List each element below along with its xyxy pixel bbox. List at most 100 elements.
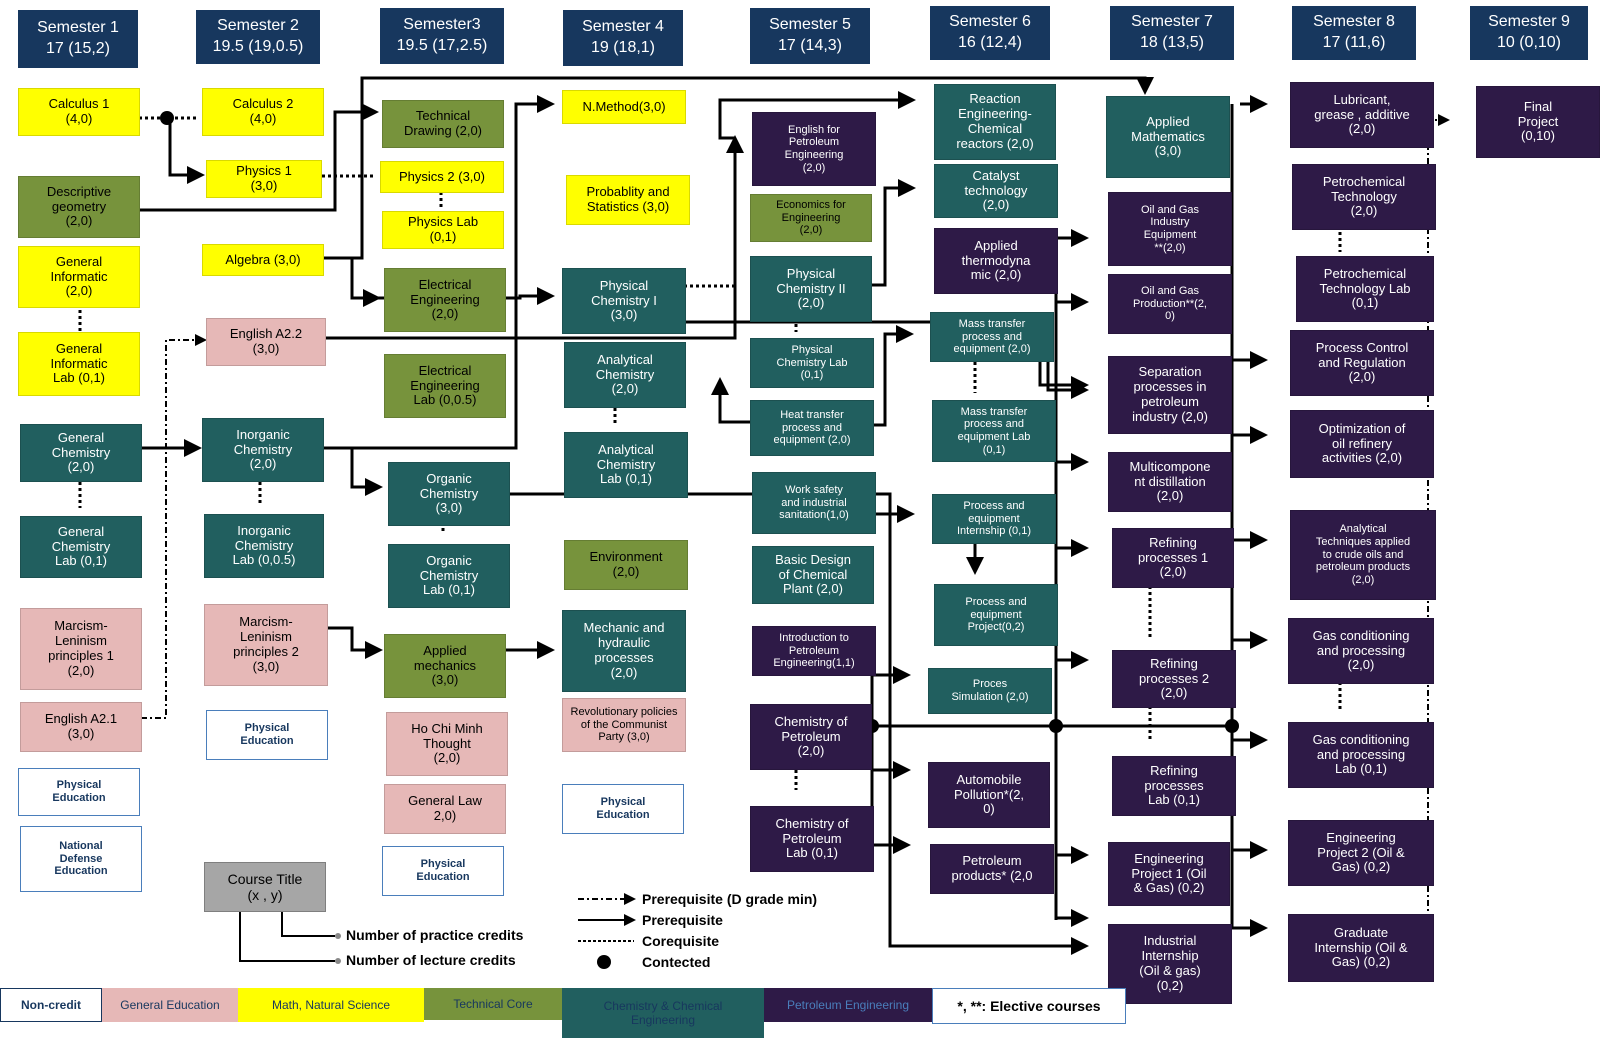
course-physical-chemistry-1: Physical Chemistry I (3,0) (562, 268, 686, 334)
course-final-project: Final Project (0,10) (1476, 86, 1600, 158)
course-petrochemical-technology: Petrochemical Technology (2,0) (1292, 164, 1436, 230)
course-national-defense-education: National Defense Education (20, 826, 142, 892)
course-physics-2: Physics 2 (3,0) (380, 161, 504, 193)
course-catalyst-technology: Catalyst technology (2,0) (934, 164, 1058, 218)
key-contected: Contected (642, 954, 711, 970)
legend-elective-courses: *, **: Elective courses (932, 988, 1126, 1024)
course-mass-transfer: Mass transfer process and equipment (2,0… (930, 312, 1054, 362)
course-mechanic-hydraulic-processes: Mechanic and hydraulic processes (2,0) (562, 610, 686, 692)
course-general-informatic-lab: General Informatic Lab (0,1) (18, 332, 140, 396)
course-general-informatic: General Informatic (2,0) (18, 246, 140, 308)
course-petrochemical-technology-lab: Petrochemical Technology Lab (0,1) (1296, 256, 1434, 322)
course-electrical-engineering-lab: Electrical Engineering Lab (0,0.5) (384, 354, 506, 418)
course-analytical-chemistry: Analytical Chemistry (2,0) (564, 342, 686, 408)
course-ho-chi-minh-thought: Ho Chi Minh Thought (2,0) (386, 712, 508, 776)
course-oil-gas-equipment: Oil and Gas Industry Equipment **(2,0) (1108, 192, 1232, 266)
course-physical-education-1: Physical Education (18, 768, 140, 816)
course-physics-1: Physics 1 (3,0) (206, 160, 322, 198)
legend-math-natural-science: Math, Natural Science (238, 988, 424, 1022)
legend-chemical-engineering: Chemistry & Chemical Engineering (562, 988, 764, 1038)
course-general-chemistry: General Chemistry (2,0) (20, 424, 142, 482)
key-prerequisite: Prerequisite (642, 912, 723, 928)
course-applied-thermodynamics: Applied thermodyna mic (2,0) (934, 228, 1058, 294)
course-chemistry-of-petroleum: Chemistry of Petroleum (2,0) (750, 704, 872, 770)
course-marxism-leninism-2: Marcism- Leninism principles 2 (3,0) (204, 604, 328, 686)
course-calculus-1: Calculus 1 (4,0) (18, 88, 140, 136)
key-prerequisite-d-grade: Prerequisite (D grade min) (642, 891, 818, 907)
course-english-for-petroleum: English for Petroleum Engineering (2,0) (752, 112, 876, 186)
course-process-simulation: Proces Simulation (2,0) (928, 668, 1052, 714)
course-refining-processes-lab: Refining processes Lab (0,1) (1112, 756, 1236, 816)
course-basic-design: Basic Design of Chemical Plant (2,0) (752, 546, 874, 604)
course-separation-processes: Separation processes in petroleum indust… (1108, 356, 1232, 434)
course-numerical-method: N.Method(3,0) (562, 90, 686, 124)
key-corequisite: Corequisite (642, 933, 720, 949)
legend-non-credit: Non-credit (0, 988, 102, 1022)
course-engineering-project-2: Engineering Project 2 (Oil & Gas) (0,2) (1288, 820, 1434, 886)
course-introduction-to-petroleum: Introduction to Petroleum Engineering(1,… (752, 626, 876, 676)
course-automobile-pollution: Automobile Pollution*(2, 0) (928, 762, 1050, 828)
key-lecture-credits: Number of lecture credits (346, 952, 516, 968)
legend-general-education: General Education (102, 988, 238, 1022)
course-descriptive-geometry: Descriptive geometry (2,0) (18, 176, 140, 238)
course-physical-education-2: Physical Education (206, 710, 328, 760)
course-general-law: General Law 2,0) (384, 784, 506, 834)
course-physics-lab: Physics Lab (0,1) (382, 211, 504, 249)
course-work-safety: Work safety and industrial sanitation(1,… (752, 472, 876, 534)
key-course-title: Course Title (x , y) (204, 862, 326, 912)
course-lubricant-grease-additive: Lubricant, grease , additive (2,0) (1290, 82, 1434, 148)
course-inorganic-chemistry: Inorganic Chemistry (2,0) (202, 418, 324, 482)
course-physical-chemistry-2: Physical Chemistry II (2,0) (750, 256, 872, 322)
course-physical-chemistry-lab: Physical Chemistry Lab (0,1) (750, 338, 874, 388)
course-heat-transfer: Heat transfer process and equipment (2,0… (750, 400, 874, 456)
course-refining-processes-1: Refining processes 1 (2,0) (1112, 528, 1234, 588)
course-gas-conditioning: Gas conditioning and processing (2,0) (1288, 618, 1434, 684)
course-organic-chemistry: Organic Chemistry (3,0) (388, 462, 510, 526)
course-general-chemistry-lab: General Chemistry Lab (0,1) (20, 516, 142, 578)
course-algebra: Algebra (3,0) (202, 244, 324, 276)
course-petroleum-products: Petroleum products* (2,0 (930, 844, 1054, 894)
course-refining-processes-2: Refining processes 2 (2,0) (1112, 650, 1236, 708)
course-revolutionary-policies: Revolutionary policies of the Communist … (562, 698, 686, 752)
key-practice-credits: Number of practice credits (346, 927, 524, 943)
course-reaction-engineering: Reaction Engineering- Chemical reactors … (934, 84, 1056, 160)
course-process-project: Process and equipment Project(0,2) (934, 584, 1058, 646)
course-multicomponent-distillation: Multicompone nt distillation (2,0) (1108, 452, 1232, 512)
course-physical-education-3: Physical Education (382, 846, 504, 896)
course-economics-for-engineering: Economics for Engineering (2,0) (750, 194, 872, 242)
course-industrial-internship: Industrial Internship (Oil & gas) (0,2) (1108, 924, 1232, 1004)
course-graduate-internship: Graduate Internship (Oil & Gas) (0,2) (1288, 914, 1434, 982)
course-analytical-chemistry-lab: Analytical Chemistry Lab (0,1) (564, 432, 688, 498)
course-english-a2-1: English A2.1 (3,0) (20, 702, 142, 752)
course-environment: Environment (2,0) (564, 540, 688, 590)
course-technical-drawing: Technical Drawing (2,0) (382, 100, 504, 148)
course-process-control: Process Control and Regulation (2,0) (1290, 330, 1434, 396)
legend-technical-core: Technical Core (424, 988, 562, 1020)
course-applied-mathematics: Applied Mathematics (3,0) (1106, 96, 1230, 178)
course-mass-transfer-lab: Mass transfer process and equipment Lab … (932, 400, 1056, 462)
course-oil-gas-production: Oil and Gas Production**(2, 0) (1108, 274, 1232, 334)
course-analytical-techniques: Analytical Techniques applied to crude o… (1290, 510, 1436, 600)
course-organic-chemistry-lab: Organic Chemistry Lab (0,1) (388, 544, 510, 608)
course-marxism-leninism-1: Marcism- Leninism principles 1 (2,0) (20, 608, 142, 690)
course-english-a2-2: English A2.2 (3,0) (206, 318, 326, 366)
course-optimization-refinery: Optimization of oil refinery activities … (1290, 410, 1434, 478)
course-calculus-2: Calculus 2 (4,0) (202, 88, 324, 136)
course-probability-statistics: Probablity and Statistics (3,0) (566, 175, 690, 225)
course-applied-mechanics: Applied mechanics (3,0) (384, 634, 506, 698)
course-process-internship: Process and equipment Internship (0,1) (932, 494, 1056, 544)
course-inorganic-chemistry-lab: Inorganic Chemistry Lab (0,0.5) (204, 514, 324, 578)
course-chemistry-of-petroleum-lab: Chemistry of Petroleum Lab (0,1) (750, 806, 874, 872)
course-physical-education-4: Physical Education (562, 784, 684, 834)
course-electrical-engineering: Electrical Engineering (2,0) (384, 268, 506, 332)
legend-petroleum-engineering: Petroleum Engineering (764, 988, 932, 1022)
